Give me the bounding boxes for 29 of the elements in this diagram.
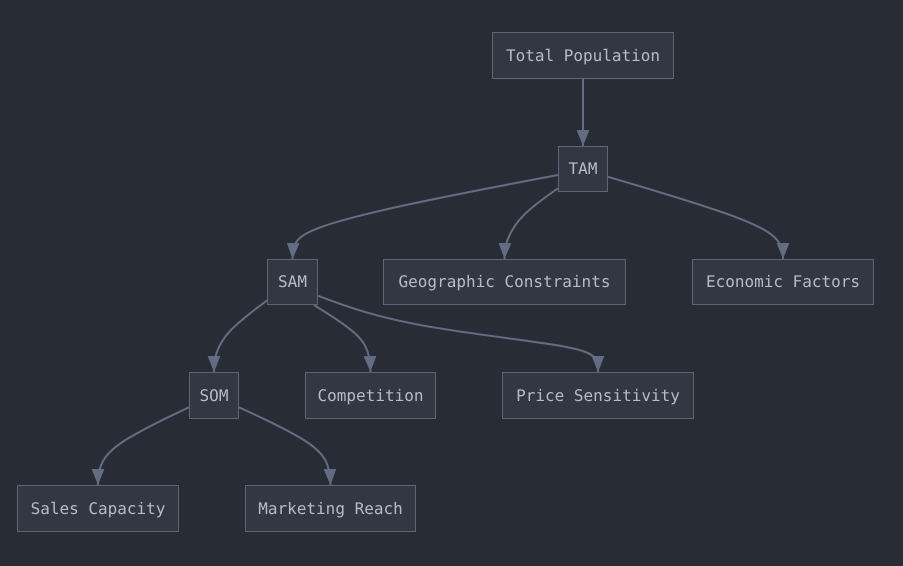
box-label: TAM [568,159,598,179]
arrow [608,176,790,259]
box-label: Competition [318,386,424,406]
box-label: Sales Capacity [30,498,166,518]
arrow [576,79,590,146]
arrow [313,304,376,372]
box-label: Total Population [506,46,660,66]
box-label: Geographic Constraints [398,272,610,292]
process-box [305,372,436,419]
arrow [92,406,190,485]
process-box [267,259,318,305]
box-label: Economic Factors [706,272,860,292]
process-box [17,485,179,532]
arrow [238,406,336,486]
process-box [245,485,416,532]
process-box [189,372,239,419]
process-box [492,32,674,79]
process-box [502,372,694,419]
box-label: Price Sensitivity [516,386,680,406]
arrow [318,294,604,372]
arrow [286,174,558,260]
arrow [208,300,268,372]
process-box [692,259,874,305]
box-label: Marketing Reach [258,498,403,518]
arrow [498,188,559,260]
process-box [558,146,608,192]
box-label: SOM [200,386,228,406]
process-box [383,259,626,305]
box-label: SAM [278,272,307,292]
